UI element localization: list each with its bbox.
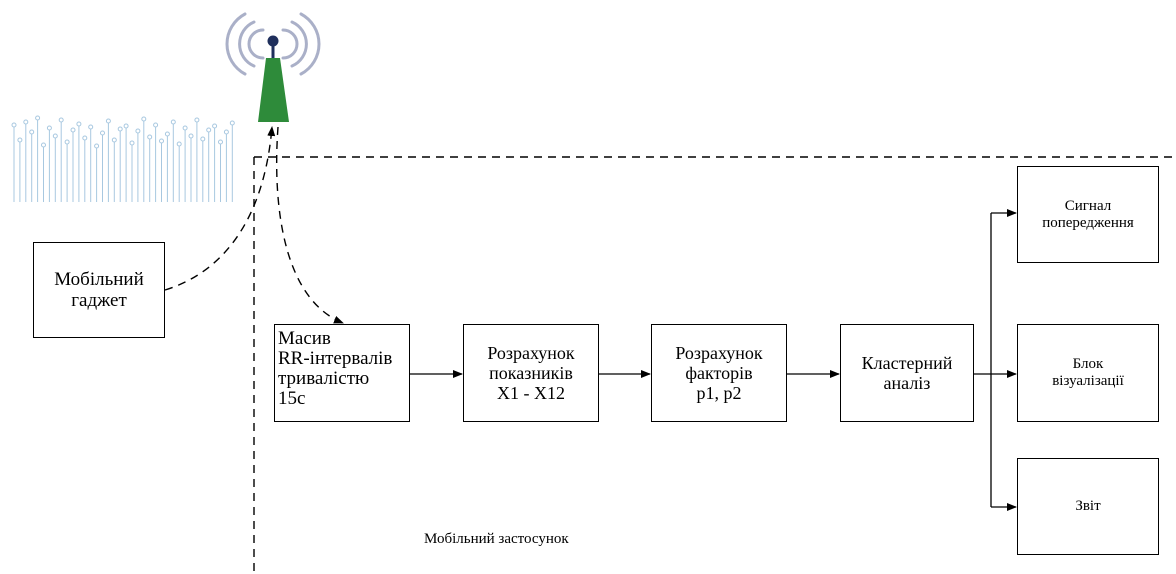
link-gadget-to-tower [164,126,276,291]
node-label: Кластерний аналіз [861,352,953,393]
node-label: Розрахунок показників X1 - X12 [487,342,575,404]
node-label: Розрахунок факторів p1, p2 [675,342,763,404]
rr-signal-icon [11,115,235,202]
node-rr-array: Масив RR-інтервалів тривалістю 15с [274,324,410,422]
node-indicators: Розрахунок показників X1 - X12 [463,324,599,422]
node-label: Масив RR-інтервалів тривалістю 15с [278,328,393,409]
node-clustering: Кластерний аналіз [840,324,974,422]
node-label: Мобільний гаджет [54,268,144,311]
node-mobile-gadget: Мобільний гаджет [33,242,165,338]
node-factors: Розрахунок факторів p1, p2 [651,324,787,422]
node-report: Звіт [1017,458,1159,555]
node-label: Блок візуалізації [1052,356,1124,389]
node-label: Звіт [1075,498,1101,515]
antenna-tower-icon [225,12,321,122]
region-label: Мобільний застосунок [424,531,569,547]
radio-waves-icon [225,12,321,76]
node-warning-signal: Сигнал попередження [1017,166,1159,263]
link-tower-to-rr-array [275,126,344,324]
node-label: Сигнал попередження [1042,197,1134,231]
node-visualization: Блок візуалізації [1017,324,1159,422]
